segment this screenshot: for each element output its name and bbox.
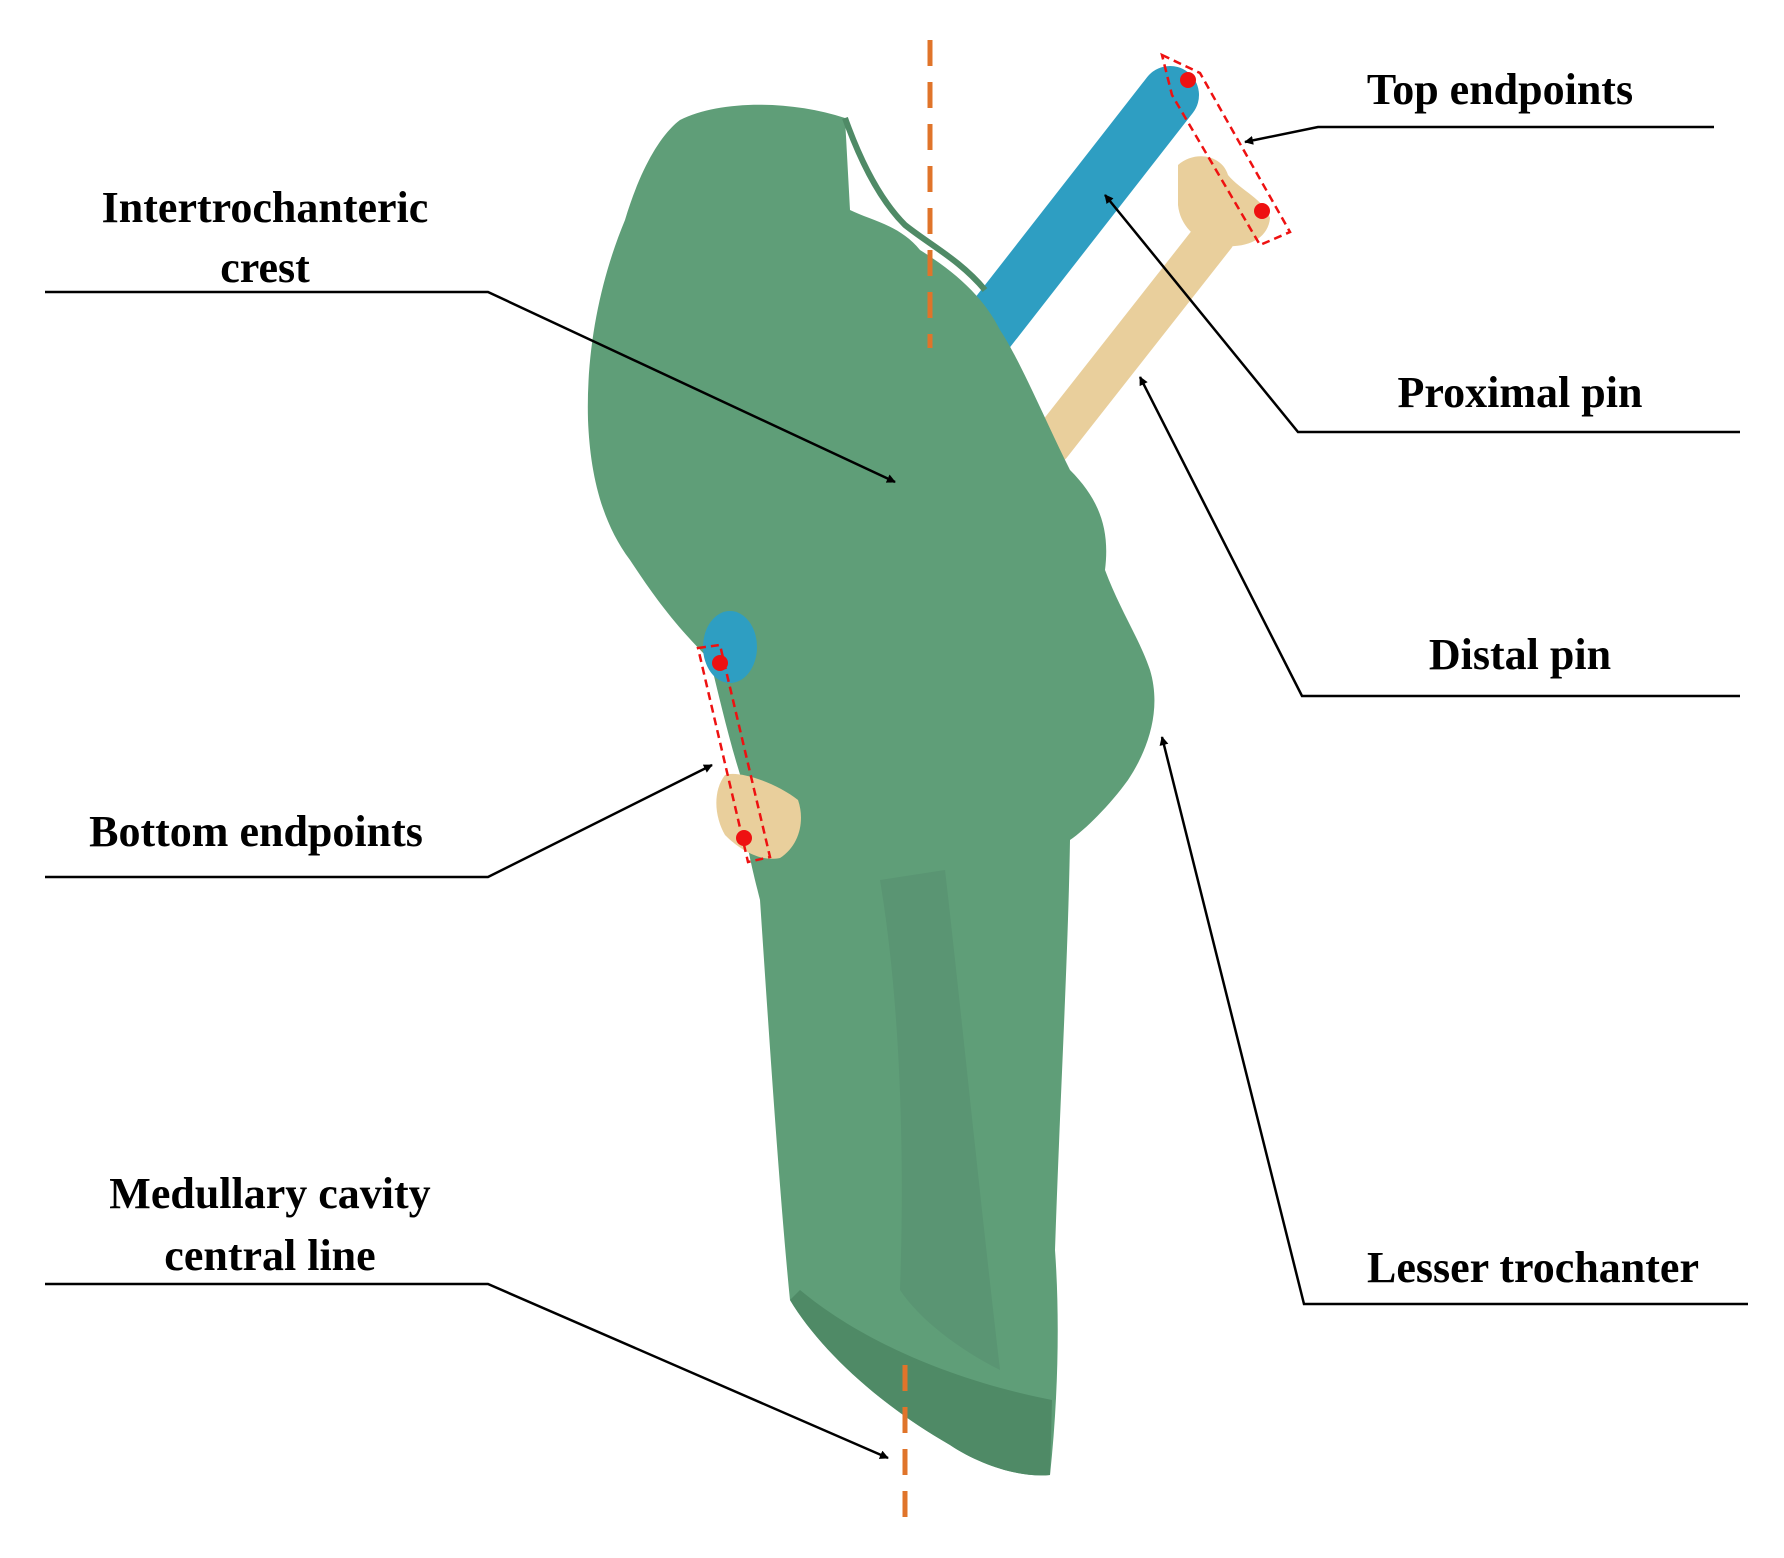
leader-proximal-pin	[1104, 194, 1740, 434]
proximal-pin	[946, 66, 1199, 374]
bottom-endpoints-box	[696, 643, 772, 864]
leader-intertrochanteric-crest	[45, 290, 896, 484]
bottom-endpoint-distal	[736, 830, 752, 846]
femur-bone	[587, 104, 1155, 1476]
leader-top-endpoints	[1244, 125, 1714, 145]
labels: Intertrochanteric crest Top endpoints Pr…	[89, 65, 1699, 1292]
label-proximal-pin: Proximal pin	[1398, 368, 1643, 417]
label-bottom-endpoints: Bottom endpoints	[89, 807, 423, 856]
leader-medullary-cavity	[45, 1282, 889, 1460]
pins	[946, 66, 1270, 466]
medullary-central-line	[902, 40, 933, 1524]
distal-pin-head	[1178, 156, 1270, 247]
label-top-endpoints: Top endpoints	[1367, 65, 1633, 114]
label-distal-pin: Distal pin	[1429, 630, 1611, 679]
label-medullary-cavity-line1: Medullary cavity	[109, 1169, 430, 1218]
label-intertrochanteric-crest-line1: Intertrochanteric	[102, 183, 429, 232]
top-endpoint-proximal	[1180, 72, 1196, 88]
bottom-endpoint-proximal	[712, 655, 728, 671]
top-endpoint-distal	[1254, 203, 1270, 219]
leader-lesser-trochanter	[1159, 736, 1748, 1306]
leader-bottom-endpoints	[45, 763, 713, 879]
label-lesser-trochanter: Lesser trochanter	[1367, 1243, 1699, 1292]
label-medullary-cavity-line2: central line	[164, 1231, 375, 1280]
distal-pin	[1029, 214, 1236, 466]
femur-shaft-shadow	[880, 870, 1000, 1370]
leader-distal-pin	[1138, 376, 1740, 698]
endpoint-markers	[696, 52, 1292, 864]
femur-cut-surface	[790, 1290, 1052, 1476]
leader-lines	[45, 125, 1748, 1460]
label-intertrochanteric-crest-line2: crest	[220, 243, 310, 292]
top-endpoints-box	[1160, 52, 1292, 247]
femur-head-top-edge	[842, 116, 988, 292]
femur-bone-shape	[587, 104, 1155, 1476]
